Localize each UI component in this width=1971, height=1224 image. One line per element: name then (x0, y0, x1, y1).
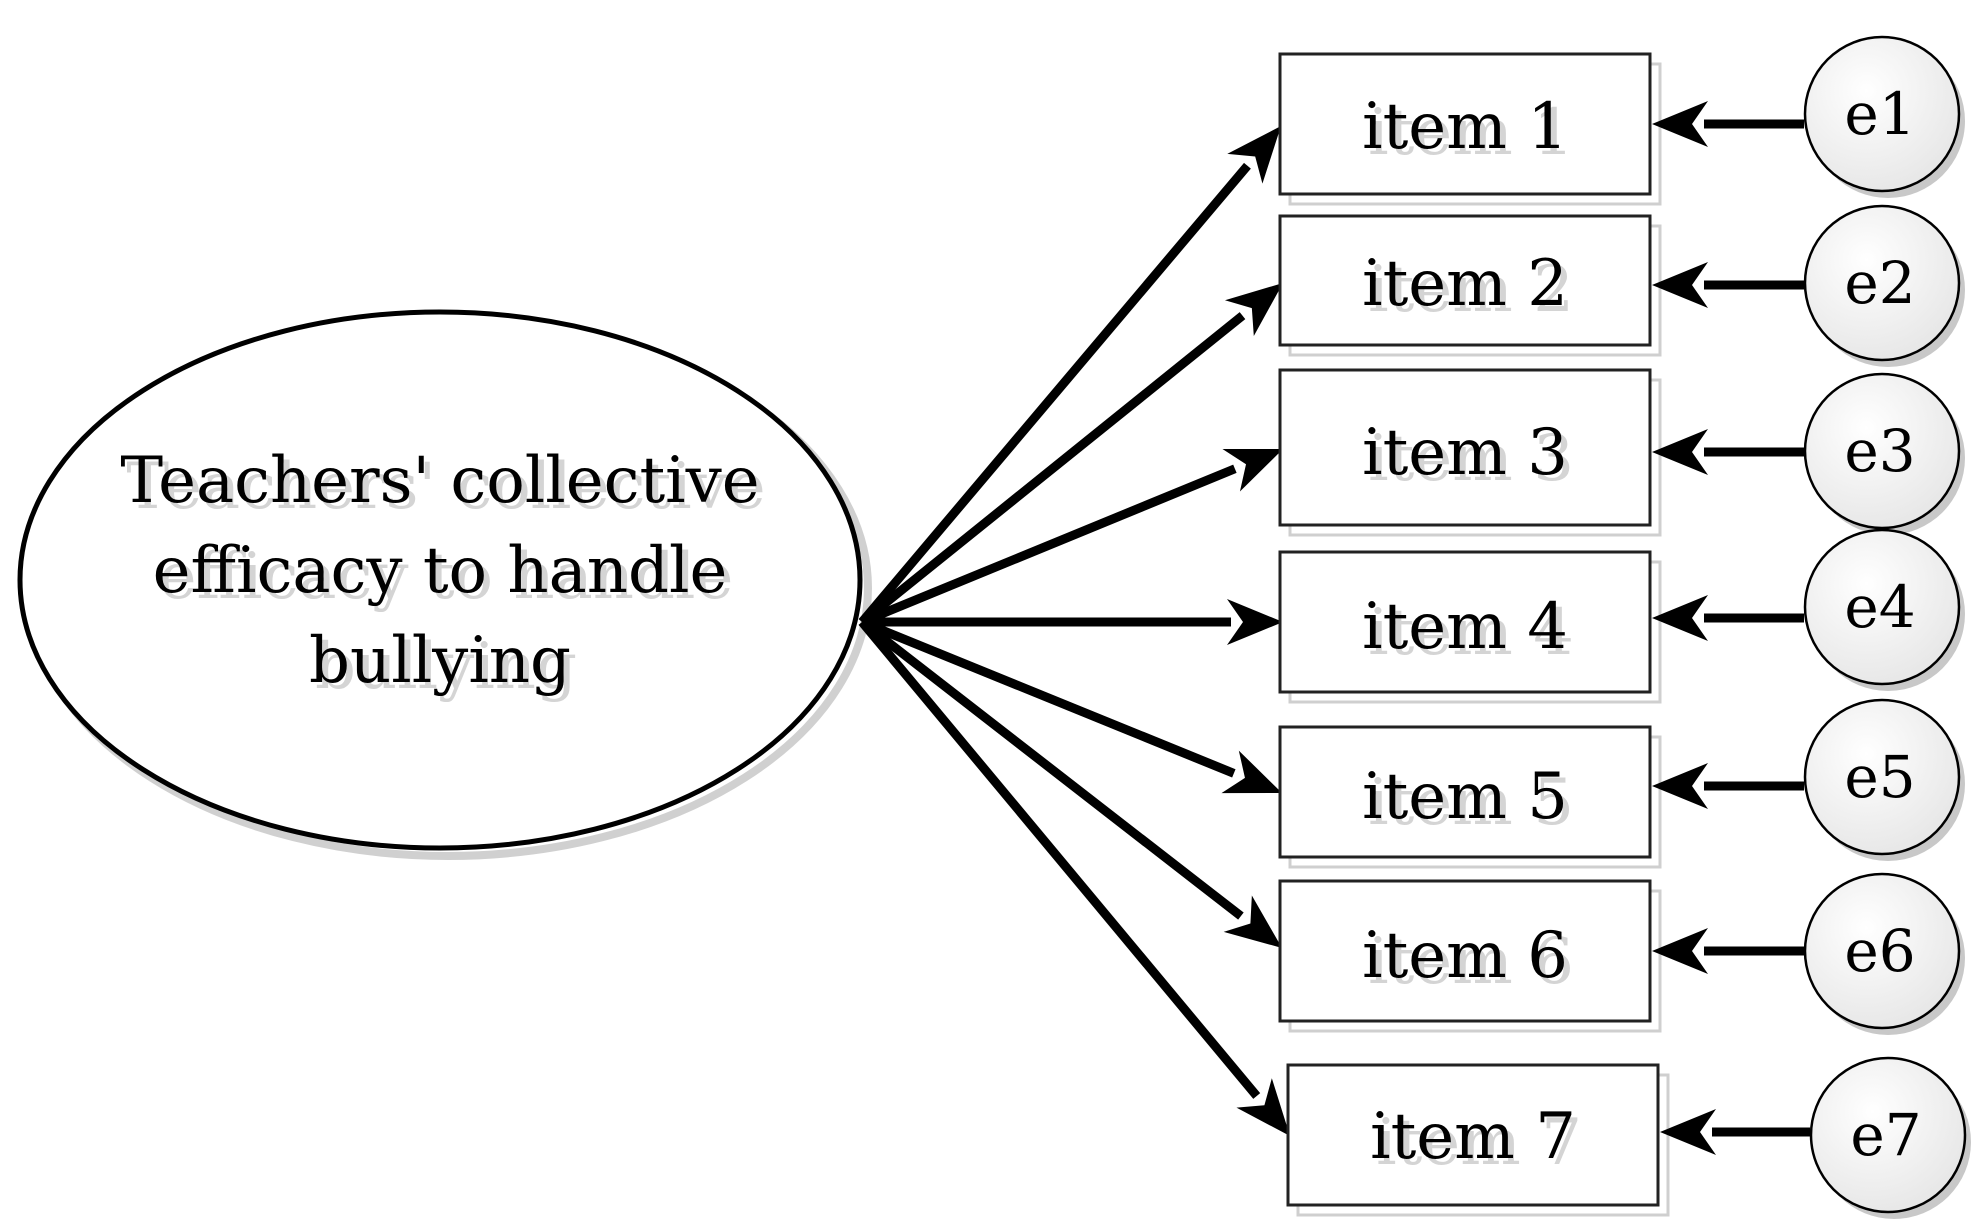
item-6-label-shadow: item 6 (1368, 925, 1574, 999)
e6-label: e6 (1844, 917, 1915, 985)
e2-circle (1803, 204, 1961, 362)
latent-label-line-2: efficacy to handle (153, 534, 728, 608)
latent-label-line-2-shadow: efficacy to handle (159, 540, 734, 614)
latent-label-line-1: Teachers' collective (120, 444, 759, 518)
item-7-label: item 7 (1370, 1100, 1576, 1174)
e4-circle (1803, 528, 1961, 686)
loading-arrow-item-1 (858, 126, 1281, 625)
factor-loading-arrows (858, 126, 1290, 1136)
error-arrows (1652, 101, 1810, 1155)
error-arrow-e2 (1652, 262, 1804, 308)
loading-arrow-item-4 (862, 599, 1283, 645)
e7-circle (1809, 1056, 1967, 1214)
error-arrow-e1 (1652, 101, 1804, 147)
e7-label: e7 (1850, 1101, 1921, 1169)
e1-label: e1 (1844, 80, 1915, 148)
item-2-box (1278, 214, 1652, 347)
loading-arrow-item-3 (860, 449, 1283, 627)
item-3-label-shadow: item 3 (1368, 422, 1574, 496)
error-term-e4: e4 (1803, 528, 1965, 691)
e5-label: e5 (1844, 743, 1915, 811)
item-3-box (1278, 368, 1652, 527)
error-arrow-e4 (1652, 595, 1804, 641)
latent-label-line-3-shadow: bullying (315, 630, 577, 704)
item-7-box (1286, 1063, 1660, 1207)
error-arrow-e3 (1652, 429, 1804, 475)
item-2-label-shadow: item 2 (1368, 253, 1574, 327)
item-2-label: item 2 (1362, 247, 1568, 321)
item-4-box (1278, 550, 1652, 694)
e3-label: e3 (1844, 417, 1915, 485)
latent-construct: Teachers' collective Teachers' collectiv… (17, 309, 872, 860)
error-arrow-e7 (1660, 1109, 1810, 1155)
loading-arrow-item-5 (860, 617, 1282, 794)
item-5-label-shadow: item 5 (1368, 766, 1574, 840)
e3-circle (1803, 372, 1961, 530)
item-5-box (1278, 725, 1652, 859)
e4-label: e4 (1844, 573, 1915, 641)
e2-label: e2 (1844, 249, 1915, 317)
error-term-e3: e3 (1803, 372, 1965, 535)
item-7-label-shadow: item 7 (1376, 1106, 1582, 1180)
error-terms: e1 e2 e3 e4 e5 e6 e7 (1803, 35, 1971, 1219)
e1-circle (1803, 35, 1961, 193)
item-1-label: item 1 (1362, 90, 1568, 164)
loading-arrow-item-7 (858, 619, 1290, 1136)
item-5-label: item 5 (1362, 760, 1568, 834)
error-term-e1: e1 (1803, 35, 1965, 198)
item-4-label-shadow: item 4 (1368, 596, 1574, 670)
e5-circle (1803, 698, 1961, 856)
item-6-box (1278, 879, 1652, 1023)
error-term-e7: e7 (1809, 1056, 1971, 1219)
e6-circle (1803, 872, 1961, 1030)
latent-label-line-3: bullying (309, 624, 571, 698)
error-term-e5: e5 (1803, 698, 1965, 861)
item-3-label: item 3 (1362, 416, 1568, 490)
latent-label-line-1-shadow: Teachers' collective (126, 450, 765, 524)
loading-arrow-item-6 (859, 618, 1282, 948)
item-1-box (1278, 52, 1652, 196)
error-arrow-e5 (1652, 763, 1804, 809)
latent-ellipse (17, 309, 863, 851)
error-arrow-e6 (1652, 928, 1804, 974)
error-term-e6: e6 (1803, 872, 1965, 1035)
item-4-label: item 4 (1362, 590, 1568, 664)
item-6-label: item 6 (1362, 919, 1568, 993)
loading-arrow-item-2 (859, 283, 1283, 626)
error-term-e2: e2 (1803, 204, 1965, 367)
item-1-label-shadow: item 1 (1368, 96, 1574, 170)
